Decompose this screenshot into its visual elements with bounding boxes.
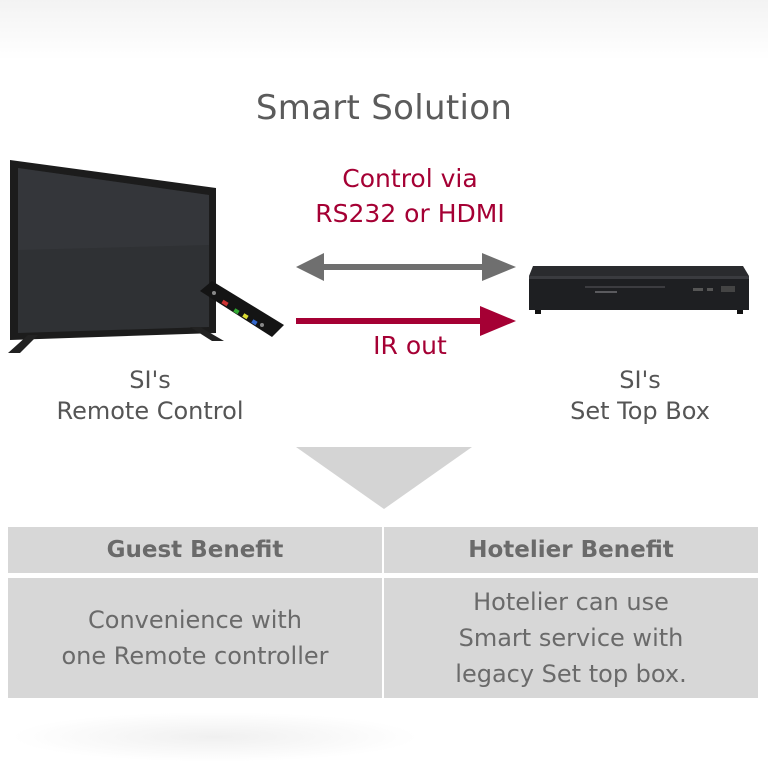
tv-label-line2: Remote Control bbox=[56, 397, 244, 425]
rs232-hdmi-label: RS232 or HDMI bbox=[315, 199, 505, 228]
down-triangle-icon bbox=[296, 447, 472, 509]
control-via-label: Control via bbox=[342, 164, 478, 193]
hotelier-benefit-line1: Hotelier can use bbox=[473, 588, 669, 616]
page-title: Smart Solution bbox=[255, 88, 513, 128]
bottom-blur bbox=[10, 712, 420, 762]
ir-out-label: IR out bbox=[373, 331, 447, 360]
guest-benefit-cell: Convenience with one Remote controller bbox=[8, 578, 382, 698]
remote-control-icon bbox=[200, 281, 284, 337]
hotelier-benefit-line2: Smart service with bbox=[458, 624, 684, 652]
bidirectional-arrow-icon bbox=[296, 253, 516, 281]
stb-label-line2: Set Top Box bbox=[570, 397, 710, 425]
hotelier-benefit-line3: legacy Set top box. bbox=[455, 660, 687, 688]
stb-label-line1: SI's bbox=[619, 366, 661, 394]
tv-icon bbox=[8, 160, 284, 353]
connection-arrows bbox=[296, 253, 516, 336]
benefit-table: Guest Benefit Hotelier Benefit Convenien… bbox=[8, 527, 758, 698]
top-gradient bbox=[0, 0, 768, 60]
set-top-box-icon bbox=[529, 266, 749, 314]
guest-benefit-line2: one Remote controller bbox=[61, 642, 329, 670]
tv-label-line1: SI's bbox=[129, 366, 171, 394]
hotelier-benefit-cell: Hotelier can use Smart service with lega… bbox=[384, 578, 758, 698]
guest-benefit-line1: Convenience with bbox=[88, 606, 302, 634]
hotelier-benefit-header: Hotelier Benefit bbox=[384, 527, 758, 573]
ir-arrow-icon bbox=[296, 306, 516, 336]
column-divider bbox=[382, 527, 384, 698]
guest-benefit-header: Guest Benefit bbox=[8, 527, 382, 573]
